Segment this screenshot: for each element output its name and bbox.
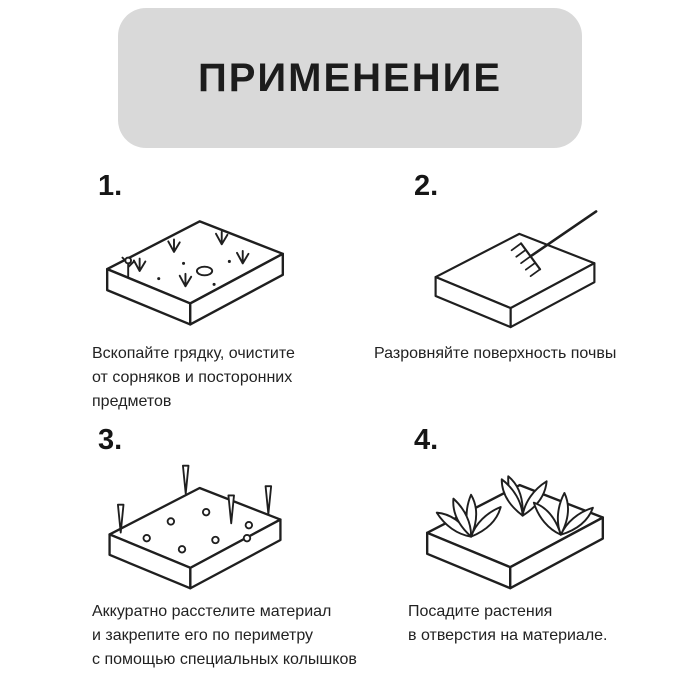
step-3-caption: Аккуратно расстелите материал и закрепит… [92, 603, 357, 668]
step-1-number: 1. [98, 170, 123, 202]
garden-bed-weeds-icon [90, 206, 375, 334]
step-4-caption: Посадите растения в отверстия на материа… [408, 603, 608, 644]
step-1-caption: Вскопайте грядку, очистите от сорняков и… [92, 345, 295, 410]
garden-bed-weeds-illustration [105, 220, 285, 326]
step-1: 1. Вскопайте грядку, очистите от сорн [90, 170, 375, 414]
garden-bed-plants-icon [410, 460, 657, 592]
step-2-caption: Разровняйте поверхность почвы [374, 345, 617, 362]
step-4: 4. Посадите растения в отв [372, 424, 657, 648]
page-title: ПРИМЕНЕНИЕ [197, 55, 503, 100]
garden-bed-plants-illustration [425, 475, 605, 590]
garden-bed-material-pegs-illustration [108, 464, 282, 590]
step-2-number: 2. [414, 170, 439, 202]
garden-bed-rake-illustration [434, 210, 598, 329]
garden-bed-material-pegs-icon [90, 460, 375, 592]
header-panel: ПРИМЕНЕНИЕ [118, 8, 582, 148]
step-3: 3. Аккуратно расстелите материал и закре… [90, 424, 375, 672]
step-2: 2. Разровняйте поверхность почвы [372, 170, 657, 366]
garden-bed-rake-icon [410, 206, 657, 334]
step-3-number: 3. [98, 424, 123, 456]
step-4-number: 4. [414, 424, 439, 456]
